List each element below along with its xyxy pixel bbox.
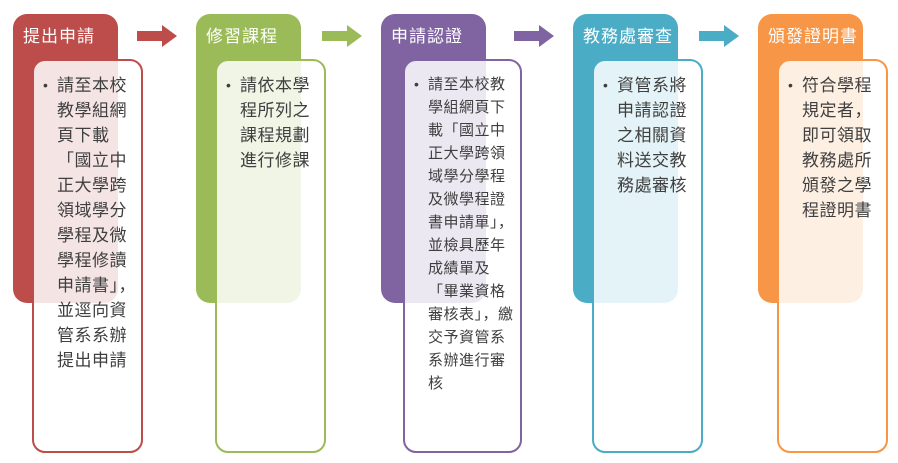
step-4-card: • 資管系將申請認證之相關資料送交教務處審核 bbox=[592, 59, 703, 453]
process-step-1: 提出申請 • 請至本校教學組網頁下載「國立中正大學跨領域學分學程及微學程修讀申請… bbox=[13, 14, 163, 456]
process-step-5: 頒發證明書 • 符合學程規定者，即可領取教務處所頒發之學程證明書 bbox=[758, 14, 898, 456]
step-5-description: 符合學程規定者，即可領取教務處所頒發之學程證明書 bbox=[802, 76, 872, 220]
process-step-3: 申請認證 • 請至本校教學組網頁下載「國立中正大學跨領域學分學程及微學程證書申請… bbox=[381, 14, 531, 456]
bullet-icon: • bbox=[414, 76, 419, 92]
flow-arrow-3-icon bbox=[514, 25, 554, 47]
step-4-title: 教務處審查 bbox=[583, 27, 673, 46]
bullet-icon: • bbox=[226, 77, 231, 93]
flow-arrow-4-icon bbox=[699, 25, 739, 47]
step-1-description: 請至本校教學組網頁下載「國立中正大學跨領域學分學程及微學程修讀申請書」，並逕向資… bbox=[57, 76, 136, 370]
step-2-title: 修習課程 bbox=[206, 27, 278, 46]
step-3-card: • 請至本校教學組網頁下載「國立中正大學跨領域學分學程及微學程證書申請單」，並檢… bbox=[403, 59, 522, 453]
flow-arrow-1-icon bbox=[137, 25, 177, 47]
process-step-4: 教務處審查 • 資管系將申請認證之相關資料送交教務處審核 bbox=[573, 14, 723, 456]
step-2-card: • 請依本學程所列之課程規劃進行修課 bbox=[215, 59, 326, 453]
bullet-icon: • bbox=[603, 77, 608, 93]
bullet-icon: • bbox=[788, 77, 793, 93]
step-4-description: 資管系將申請認證之相關資料送交教務處審核 bbox=[617, 76, 687, 195]
process-step-2: 修習課程 • 請依本學程所列之課程規劃進行修課 bbox=[196, 14, 346, 456]
step-3-title: 申請認證 bbox=[391, 27, 463, 46]
step-3-description: 請至本校教學組網頁下載「國立中正大學跨領域學分學程及微學程證書申請單」，並檢具歷… bbox=[428, 76, 514, 392]
step-5-title: 頒發證明書 bbox=[768, 27, 858, 46]
step-1-card: • 請至本校教學組網頁下載「國立中正大學跨領域學分學程及微學程修讀申請書」，並逕… bbox=[32, 59, 143, 453]
step-5-card: • 符合學程規定者，即可領取教務處所頒發之學程證明書 bbox=[777, 59, 888, 453]
step-1-title: 提出申請 bbox=[23, 27, 95, 46]
step-2-description: 請依本學程所列之課程規劃進行修課 bbox=[240, 76, 310, 170]
bullet-icon: • bbox=[43, 77, 48, 93]
flow-arrow-2-icon bbox=[322, 25, 362, 47]
